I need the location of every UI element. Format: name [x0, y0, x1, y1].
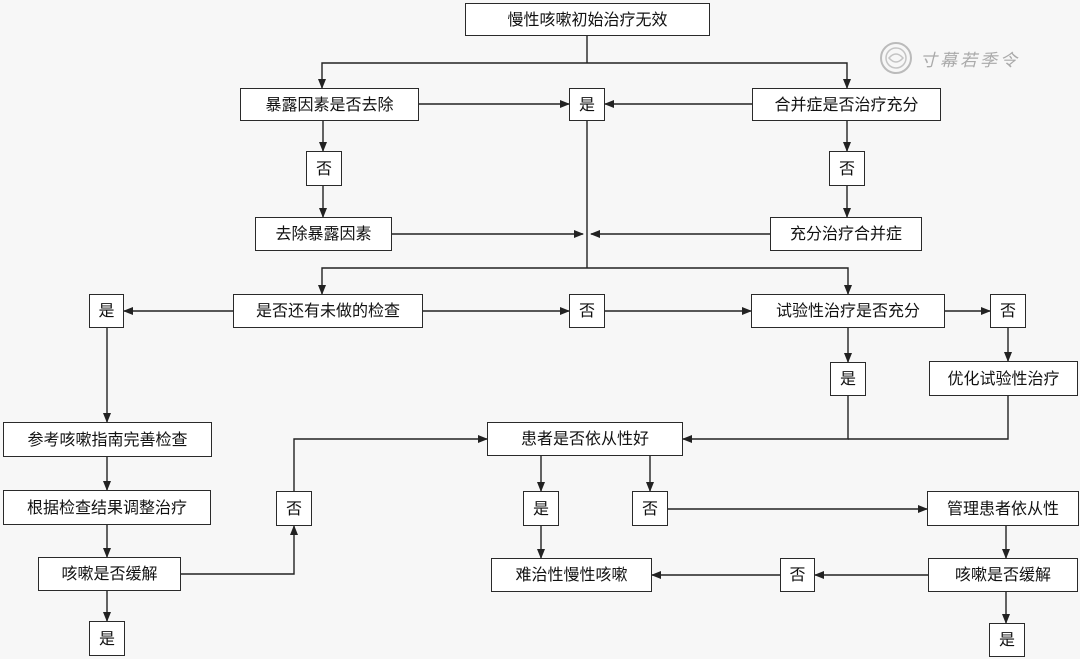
node-compliance-question: 患者是否依从性好 [487, 422, 683, 456]
node-optimize-trial: 优化试验性治疗 [929, 361, 1078, 396]
node-remove-exposure: 去除暴露因素 [255, 217, 392, 251]
edge-merge-split [318, 267, 587, 295]
watermark: 寸幕若季令 [878, 38, 1050, 78]
edge-split-comorbidity [587, 62, 851, 89]
node-trial-question: 试验性治疗是否充分 [751, 294, 945, 328]
edge-no-compliance [293, 435, 488, 493]
node-adjust-treatment: 根据检查结果调整治疗 [3, 490, 211, 525]
node-right-yes: 是 [989, 623, 1025, 657]
node-right-no: 否 [780, 558, 815, 592]
node-trial-yes: 是 [830, 362, 866, 396]
node-exam-no: 否 [569, 294, 605, 328]
node-treat-comorbidity: 充分治疗合并症 [770, 217, 922, 251]
node-manage-compliance: 管理患者依从性 [927, 491, 1079, 526]
node-trial-no: 否 [990, 294, 1026, 328]
node-exposure-yes: 是 [569, 88, 605, 121]
node-exam-yes: 是 [89, 294, 124, 328]
node-refractory-cough: 难治性慢性咳嗽 [491, 558, 652, 592]
node-guideline-exam: 参考咳嗽指南完善检查 [3, 422, 212, 457]
watermark-text: 寸幕若季令 [920, 50, 1020, 71]
edge-optimize-compliance [848, 396, 1009, 440]
node-start: 慢性咳嗽初始治疗无效 [465, 3, 710, 36]
node-exposure-removed-question: 暴露因素是否去除 [240, 88, 419, 121]
node-exam-question: 是否还有未做的检查 [233, 294, 423, 328]
edge-split-exposure [318, 62, 587, 89]
edge-yes-compliance [682, 396, 849, 443]
node-left-relief-question: 咳嗽是否缓解 [38, 557, 181, 591]
edge-relief-no [181, 525, 298, 575]
seal-emblem-icon [880, 42, 912, 74]
node-left-no: 否 [276, 491, 312, 526]
node-comorbidity-no: 否 [829, 151, 865, 186]
node-compliance-no: 否 [632, 491, 668, 526]
node-exposure-no: 否 [306, 151, 342, 186]
edge-merge-trial [587, 267, 852, 295]
node-right-relief-question: 咳嗽是否缓解 [928, 558, 1078, 592]
node-comorbidity-question: 合并症是否治疗充分 [752, 88, 941, 121]
node-left-yes: 是 [89, 621, 125, 656]
node-compliance-yes: 是 [523, 491, 559, 526]
